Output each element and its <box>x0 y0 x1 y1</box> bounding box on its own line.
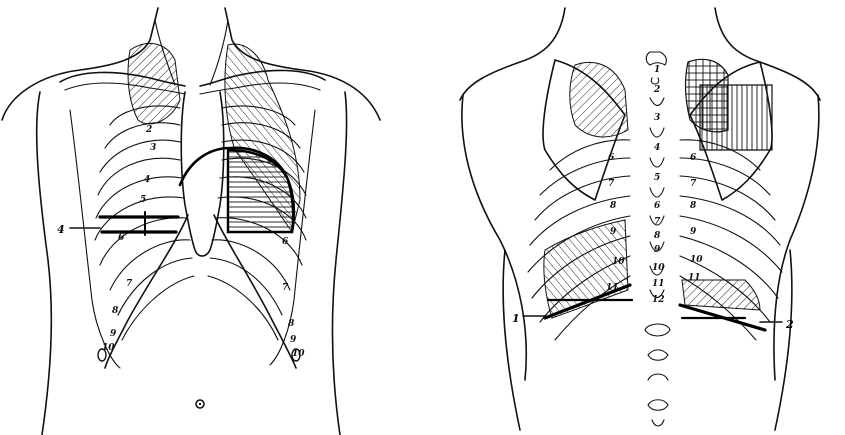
back-rib-num: 10 <box>690 255 703 265</box>
front-right-arm-line <box>333 92 347 435</box>
back-rib-num: 9 <box>690 227 697 237</box>
front-rib-num: 3 <box>150 143 156 153</box>
front-left-arm-line <box>37 92 52 435</box>
back-rib-num: 8 <box>610 201 617 211</box>
back-rib-num: 11 <box>688 273 701 283</box>
back-vertebra-num: 4 <box>654 143 660 153</box>
back-rib-num: 10 <box>612 257 625 267</box>
back-vertebra-num: 1 <box>654 65 660 75</box>
back-vertebra-num: 10 <box>652 263 665 273</box>
back-suprascapular-left <box>570 62 628 137</box>
back-left-flank <box>503 250 520 430</box>
back-vertebra-num: 12 <box>652 295 665 305</box>
front-apex-right-hatch <box>128 43 180 123</box>
back-right-arm-line <box>774 95 819 380</box>
back-right-flank <box>775 250 792 430</box>
back-callout-2-label: 2 <box>785 318 794 331</box>
front-rib-num: 5 <box>140 195 146 205</box>
back-rib-num: 7 <box>608 179 615 189</box>
back-vertebra-num: 3 <box>654 113 660 123</box>
back-rib-num: 7 <box>690 179 697 189</box>
front-rib-num: 8 <box>288 319 295 329</box>
back-callout-1-label: 1 <box>512 312 520 325</box>
front-rib-num: 9 <box>110 329 117 339</box>
back-interscapular-right <box>700 85 772 150</box>
back-vertebra-num: 6 <box>654 201 661 211</box>
front-rib-num: 8 <box>112 306 119 316</box>
back-view: 1 2 3 4 5 6 7 8 9 10 11 12 6 7 8 9 10 11… <box>460 8 820 430</box>
back-rib-num: 9 <box>610 227 617 237</box>
back-vertebra-num: 7 <box>654 217 661 227</box>
front-torso-outline <box>2 8 380 120</box>
back-rib-num: 6 <box>608 153 615 163</box>
back-vertebra-num: 9 <box>654 245 661 255</box>
front-rib-num: 2 <box>145 125 152 135</box>
front-rib-numbers-left: 6 7 8 9 10 <box>282 237 305 359</box>
front-rib-num: 10 <box>292 349 305 359</box>
back-vertebra-num: 8 <box>654 231 661 241</box>
front-rib-num: 4 <box>144 175 150 185</box>
back-left-arm-line <box>462 95 526 380</box>
front-rib-num: 7 <box>126 279 133 289</box>
front-rib-num: 9 <box>290 335 297 345</box>
back-rib-num: 8 <box>690 201 697 211</box>
front-view: 2 3 4 5 6 7 8 9 10 6 7 8 9 10 4 <box>2 8 380 435</box>
front-rib-num: 7 <box>282 283 289 293</box>
back-rib-num: 6 <box>690 153 697 163</box>
front-rib-num: 6 <box>118 233 125 243</box>
back-vertebra-num: 5 <box>654 173 660 183</box>
back-lower-right-hatch <box>682 280 760 310</box>
front-rib-num: 10 <box>102 343 115 353</box>
back-vertebra-num: 11 <box>652 279 665 289</box>
back-vertebra-num: 2 <box>653 85 660 95</box>
front-sternum <box>181 92 224 256</box>
front-rib-num: 6 <box>282 237 289 247</box>
front-callout-label: 4 <box>57 223 65 236</box>
back-vertebra-numbers: 1 2 3 4 5 6 7 8 9 10 11 12 <box>652 65 665 305</box>
